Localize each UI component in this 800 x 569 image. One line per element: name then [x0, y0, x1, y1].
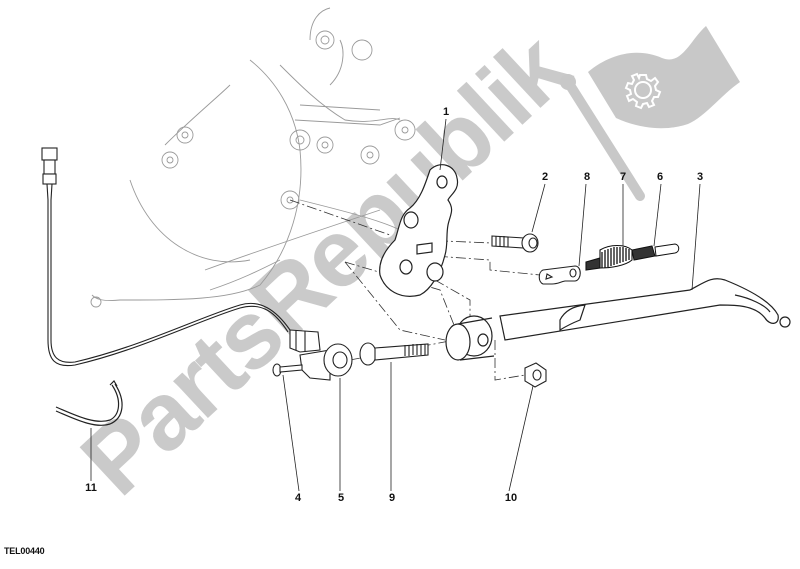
part-2-bolt — [491, 233, 539, 253]
leader-lines — [90, 118, 701, 492]
wiring-harness — [41, 147, 291, 367]
part-7-spring — [585, 244, 633, 271]
callout-2: 2 — [541, 171, 549, 183]
callout-10: 10 — [504, 492, 518, 504]
callout-5: 5 — [337, 492, 345, 504]
gear-flag-icon — [588, 26, 740, 129]
callout-7: 7 — [619, 171, 627, 183]
part-6-spring-end — [631, 243, 680, 261]
part-11-cable-tie — [55, 380, 123, 426]
callout-8: 8 — [583, 171, 591, 183]
watermark-text: PartsRepublik — [61, 13, 589, 516]
callout-4: 4 — [294, 492, 302, 504]
part-4-screw — [272, 363, 303, 377]
part-9-pivot-bolt — [359, 342, 429, 366]
callout-6: 6 — [656, 171, 664, 183]
callout-11: 11 — [85, 482, 97, 494]
engine-case-outline — [90, 7, 416, 308]
part-10-nut — [524, 362, 547, 388]
callout-3: 3 — [696, 171, 704, 183]
diagram-reference-code: TEL00440 — [4, 546, 45, 556]
part-1-bracket — [379, 164, 459, 297]
part-3-side-stand — [445, 278, 791, 361]
gear-icon — [624, 72, 662, 110]
callout-9: 9 — [388, 492, 396, 504]
flag-pole — [560, 74, 645, 201]
part-8-plate — [538, 265, 581, 285]
callout-1: 1 — [442, 106, 450, 118]
part-5-switch — [289, 329, 353, 381]
